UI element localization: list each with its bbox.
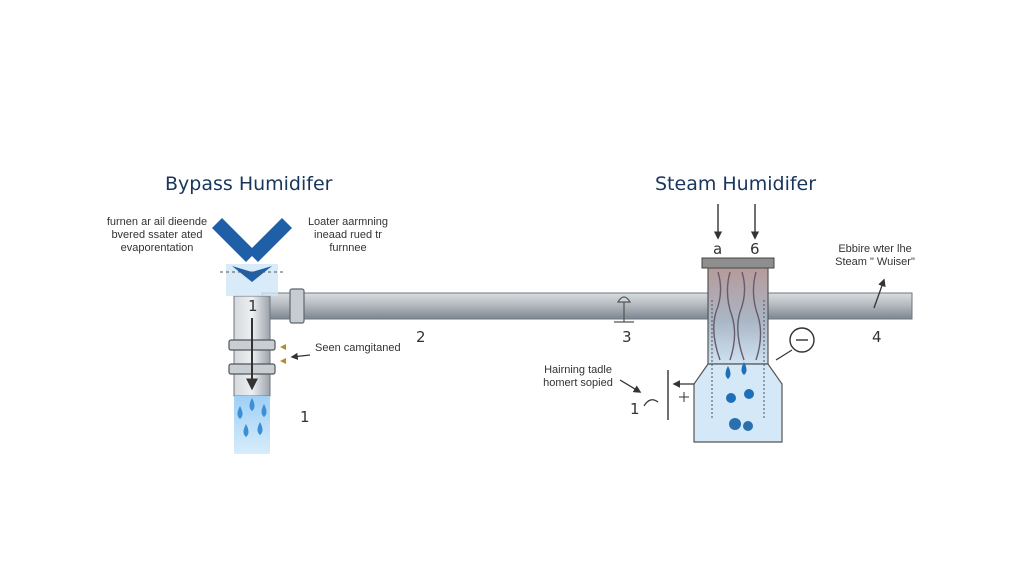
- water-drop: [237, 406, 243, 419]
- steam-pointer-arrow: [873, 278, 886, 309]
- heater-curve: [643, 399, 659, 407]
- inlet-arrow-right: [248, 218, 292, 262]
- bypass-humidifier-title: Bypass Humidifer: [165, 173, 333, 195]
- heating-label-arrow: [619, 379, 642, 393]
- steam-inlet-b-number: 6: [750, 240, 760, 258]
- steam-connect-arrow: [290, 352, 311, 360]
- water-drop: [257, 422, 263, 435]
- water-bubble: [743, 421, 753, 431]
- steam-humidifier-title: Steam Humidifer: [655, 173, 817, 195]
- heating-number: 1: [630, 400, 640, 418]
- steam-inlet-a-number: a: [713, 240, 723, 258]
- steam-tank-lower: [693, 363, 783, 443]
- bypass-left-label: furnen ar ail dieende bvered ssater ated…: [106, 216, 208, 254]
- steam-tank-upper: [707, 267, 769, 365]
- steam-right-label: Ebbire wter lhe Steam " Wuiser": [835, 243, 915, 268]
- steam-tank-cap: [701, 257, 775, 269]
- water-bubble: [744, 389, 754, 399]
- valve-icon: [616, 296, 632, 303]
- valve-number: 3: [622, 328, 632, 346]
- gauge-leader: [775, 349, 793, 361]
- water-drop: [249, 398, 255, 411]
- connector-arrow: [280, 344, 286, 364]
- bypass-bottom-number: 1: [300, 408, 310, 426]
- water-drop: [725, 366, 731, 379]
- steam-connect-label: Seen camgitaned: [315, 342, 401, 354]
- main-duct: [261, 292, 913, 320]
- duct-end-number: 4: [872, 328, 882, 346]
- water-drop: [261, 404, 267, 417]
- bypass-top-number: 1: [248, 297, 258, 315]
- duct-collar: [289, 288, 305, 324]
- water-drop: [243, 424, 249, 437]
- inlet-arrow-head: [232, 266, 272, 282]
- inlet-arrow-left: [212, 218, 256, 262]
- bypass-right-label: Loater aarmning ineaad rued tr furnnee: [307, 216, 389, 254]
- duct-mid-number: 2: [416, 328, 426, 346]
- steam-tubes: [713, 271, 762, 361]
- water-bubble: [729, 418, 741, 430]
- water-bubble: [726, 393, 736, 403]
- heating-label: Hairning tadle homert sopied: [543, 364, 613, 389]
- water-drop: [741, 362, 747, 375]
